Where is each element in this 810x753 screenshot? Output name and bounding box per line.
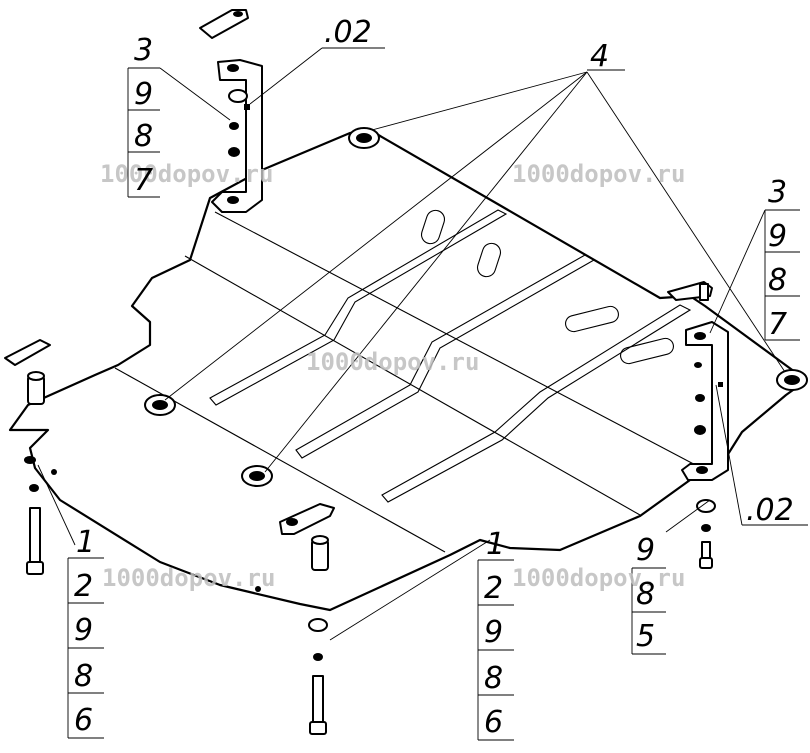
- right-bracket-nut: [694, 362, 702, 368]
- mount-boss-rear-left: [348, 127, 380, 149]
- left-washer: [24, 456, 36, 464]
- right-bracket-washer: [695, 394, 705, 402]
- left-nut: [29, 484, 39, 492]
- watermark-2: 1000dopov.ru: [512, 160, 685, 188]
- rib-1: [209, 209, 508, 406]
- fold-line-rear: [214, 211, 706, 471]
- bracket-tab-top: [199, 9, 249, 39]
- callout-tl-7: 7: [134, 163, 153, 198]
- center-washer: [308, 618, 328, 632]
- callout-rb-5: 5: [636, 619, 655, 654]
- right-bracket-assembly: [667, 281, 729, 481]
- right-bracket-vertical: [681, 321, 729, 481]
- bracket-lockwasher: [229, 122, 239, 130]
- callout-tl-code: .02: [324, 15, 372, 50]
- left-fastener-stack: [4, 339, 51, 575]
- watermark-1: 1000dopov.ru: [100, 160, 273, 188]
- right-bracket-washer-2: [694, 425, 706, 435]
- leader-lines: [37, 47, 808, 741]
- skid-plate: [8, 127, 808, 612]
- center-fastener-stack: [279, 503, 335, 735]
- callout-tl-3: 3: [134, 33, 153, 68]
- callout-bl-9: 9: [74, 613, 93, 648]
- callout-r-3: 3: [768, 175, 787, 210]
- callout-r-code: .02: [746, 493, 794, 528]
- callout-4: 4: [590, 39, 609, 74]
- left-clip: [4, 339, 51, 366]
- callout-rb-8: 8: [636, 577, 655, 612]
- callout-r-8: 8: [768, 263, 787, 298]
- slot-3: [565, 305, 619, 333]
- rib-3: [381, 304, 692, 503]
- callout-bc-1: 1: [486, 527, 505, 562]
- slot-2: [476, 242, 502, 278]
- callout-tl-9: 9: [134, 77, 153, 112]
- watermark-5: 1000dopov.ru: [512, 564, 685, 592]
- right-nut: [701, 524, 711, 532]
- callout-r-7: 7: [768, 307, 787, 342]
- fold-line-mid: [184, 255, 641, 516]
- slot-4: [620, 337, 674, 365]
- mount-boss-front-center: [241, 465, 273, 487]
- mount-boss-right: [776, 369, 808, 391]
- bracket-washer: [228, 89, 248, 103]
- slot-1: [420, 209, 446, 245]
- watermark-4: 1000dopov.ru: [102, 564, 275, 592]
- center-clip: [279, 503, 335, 535]
- callouts: 3 9 8 7 .02 4 3 9 8 7 .02 9 8 5 1 2 9 8 …: [74, 15, 794, 740]
- callout-bl-2: 2: [74, 569, 93, 604]
- callout-rb-9: 9: [636, 533, 655, 568]
- right-fastener-stack: [696, 499, 716, 569]
- skid-plate-outline: [8, 131, 802, 612]
- watermarks: 1000dopov.ru 1000dopov.ru 1000dopov.ru 1…: [100, 160, 685, 592]
- callout-bc-8: 8: [484, 661, 503, 696]
- callout-bc-6: 6: [484, 705, 503, 740]
- right-washer: [696, 499, 716, 513]
- top-bracket-assembly: [199, 9, 263, 213]
- bracket-vertical: [211, 59, 263, 213]
- center-nut: [313, 653, 323, 661]
- callout-r-9: 9: [768, 219, 787, 254]
- callout-tl-8: 8: [134, 119, 153, 154]
- callout-bl-6: 6: [74, 703, 93, 738]
- center-bolt: [312, 675, 324, 727]
- small-hole-bottom: [255, 586, 261, 592]
- callout-bc-9: 9: [484, 615, 503, 650]
- callout-bl-8: 8: [74, 659, 93, 694]
- watermark-3: 1000dopov.ru: [306, 348, 479, 376]
- rib-2: [295, 254, 596, 459]
- small-hole-left: [51, 469, 57, 475]
- right-bracket-post: [699, 283, 709, 301]
- bracket-nut: [244, 104, 250, 110]
- mount-boss-front-left: [144, 394, 176, 416]
- bracket-washer-2: [228, 147, 240, 157]
- callout-bc-2: 2: [484, 571, 503, 606]
- callout-bl-1: 1: [76, 525, 95, 560]
- left-bolt: [29, 507, 41, 567]
